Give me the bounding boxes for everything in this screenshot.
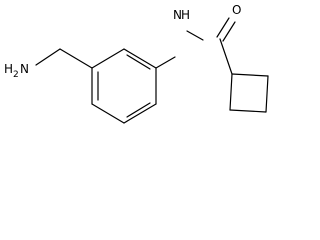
cyclobutane-bond-top [231,73,269,77]
amine-nitrogen-label: N [20,62,29,76]
ring-bond-top-left [91,48,125,69]
cyclobutane-ring [229,73,269,113]
cyclobutane-bond-left [229,73,233,111]
nh-hydrogen-label: H [181,8,190,22]
ring-double-bond-bottom [126,102,151,118]
amine-hydrogen-subscript: 2 [13,70,19,80]
chemical-structure-diagram: N H O H 2 N [4,3,269,124]
ring-bond-top-right [123,48,157,69]
ring-double-bond-top [126,54,151,70]
carbonyl-oxygen-label: O [232,3,241,17]
carbonyl-double-bond-b [222,21,236,42]
ring-to-ch2-bond [59,48,93,69]
carbonyl-double-bond-a [216,17,230,38]
cyclobutane-bond-bottom [229,109,267,113]
cyclobutane-bond-right [265,75,269,113]
ring-bond-bottom-right [123,103,157,124]
ring-bond-bottom-left [91,103,125,124]
benzene-ring [91,48,157,124]
ch2-to-nh2-bond [35,48,61,66]
nh-nitrogen-label: N [173,8,182,22]
structure-canvas: N H O H 2 N [0,0,270,133]
nh-to-carbonyl-bond [186,30,204,41]
ring-to-nh-bond [155,56,176,69]
carbonyl-to-cyclobutyl-bond [219,38,233,75]
amine-hydrogen-label: H [4,62,13,76]
